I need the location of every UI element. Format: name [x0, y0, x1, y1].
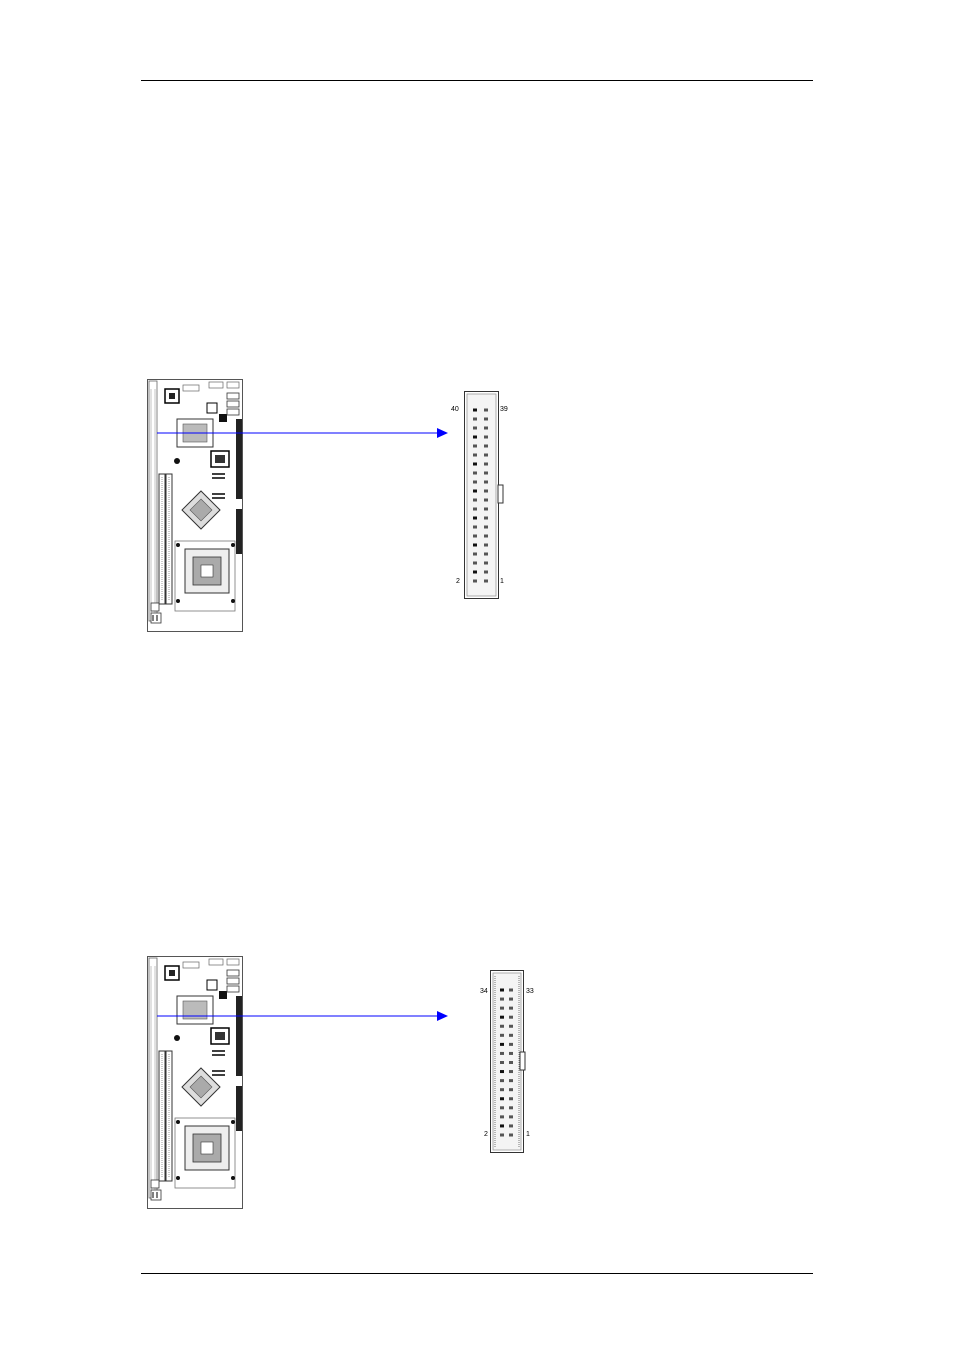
connector-pin: [473, 445, 477, 448]
connector-pin: [509, 998, 513, 1001]
connector-pin: [509, 1016, 513, 1019]
connector-pin: [473, 544, 477, 547]
connector-pin: [484, 526, 488, 529]
connector-pin: [509, 1106, 513, 1109]
connector-pin: [509, 1088, 513, 1091]
footer-rule: [141, 1273, 813, 1274]
connector-pin: [473, 517, 477, 520]
connector-pin: [473, 427, 477, 430]
connector-pin: [500, 1097, 504, 1100]
connector-pin: [500, 998, 504, 1001]
connector-pin: [473, 463, 477, 466]
motherboard-diagram-1: [147, 379, 243, 632]
connector-pin: [500, 1124, 504, 1127]
connector-pin: [473, 454, 477, 457]
connector-pin: [500, 1061, 504, 1064]
connector-pin: [500, 1025, 504, 1028]
connector-pin: [473, 481, 477, 484]
connector-pin: [500, 1034, 504, 1037]
connector-pin: [484, 571, 488, 574]
pointer-arrow-2: [157, 1010, 457, 1022]
connector-pin: [509, 1052, 513, 1055]
connector-pin: [484, 562, 488, 565]
pin-label-1b: 1: [526, 1131, 530, 1139]
connector-pin: [473, 418, 477, 421]
connector-pin: [473, 409, 477, 412]
connector-pin: [484, 409, 488, 412]
ide-40pin-connector: [464, 391, 504, 600]
connector-pin: [473, 535, 477, 538]
connector-pin: [509, 989, 513, 992]
connector-pin: [509, 1134, 513, 1137]
connector-pin: [484, 508, 488, 511]
connector-pin: [500, 1134, 504, 1137]
connector-pin: [484, 499, 488, 502]
connector-pin: [509, 1043, 513, 1046]
connector-pin: [509, 1070, 513, 1073]
connector-pin: [500, 1070, 504, 1073]
connector-pin: [484, 544, 488, 547]
connector-pin: [500, 1106, 504, 1109]
pin-label-33: 33: [526, 988, 534, 996]
connector-pin: [509, 1097, 513, 1100]
pin-label-1: 1: [500, 578, 504, 586]
connector-pin: [484, 418, 488, 421]
connector-pin: [484, 535, 488, 538]
connector-pin: [500, 1088, 504, 1091]
connector-pin: [484, 463, 488, 466]
connector-pin: [509, 1115, 513, 1118]
connector-pin: [509, 1079, 513, 1082]
connector-pin: [484, 445, 488, 448]
header-rule: [141, 80, 813, 81]
connector-pin: [500, 1115, 504, 1118]
connector-pin: [509, 1025, 513, 1028]
pin-label-40: 40: [451, 406, 459, 414]
motherboard-diagram-2: [147, 956, 243, 1209]
connector-pin: [473, 472, 477, 475]
connector-pin: [484, 427, 488, 430]
connector-pin: [500, 1052, 504, 1055]
connector-pin: [473, 580, 477, 583]
connector-pin: [484, 472, 488, 475]
connector-pin: [484, 481, 488, 484]
pin-label-34: 34: [480, 988, 488, 996]
connector-pin: [473, 436, 477, 439]
pin-label-2: 2: [456, 578, 460, 586]
connector-pin: [509, 1124, 513, 1127]
fdd-34pin-connector: [490, 970, 526, 1154]
connector-pin: [484, 517, 488, 520]
connector-pin: [509, 1007, 513, 1010]
connector-pin: [473, 508, 477, 511]
connector-pin: [473, 571, 477, 574]
connector-pin: [500, 1016, 504, 1019]
connector-pin: [473, 499, 477, 502]
connector-pin: [500, 1007, 504, 1010]
connector-pin: [509, 1034, 513, 1037]
connector-pin: [473, 562, 477, 565]
pin-label-39: 39: [500, 406, 508, 414]
connector-pin: [484, 490, 488, 493]
connector-pin: [500, 1043, 504, 1046]
connector-pin: [509, 1061, 513, 1064]
connector-pin: [473, 553, 477, 556]
pointer-arrow-1: [157, 427, 457, 439]
connector-pin: [473, 490, 477, 493]
connector-pin: [500, 989, 504, 992]
connector-pin: [484, 436, 488, 439]
connector-pin: [484, 553, 488, 556]
connector-pin: [484, 454, 488, 457]
connector-pin: [500, 1079, 504, 1082]
connector-pin: [484, 580, 488, 583]
pin-label-2b: 2: [484, 1131, 488, 1139]
connector-pin: [473, 526, 477, 529]
